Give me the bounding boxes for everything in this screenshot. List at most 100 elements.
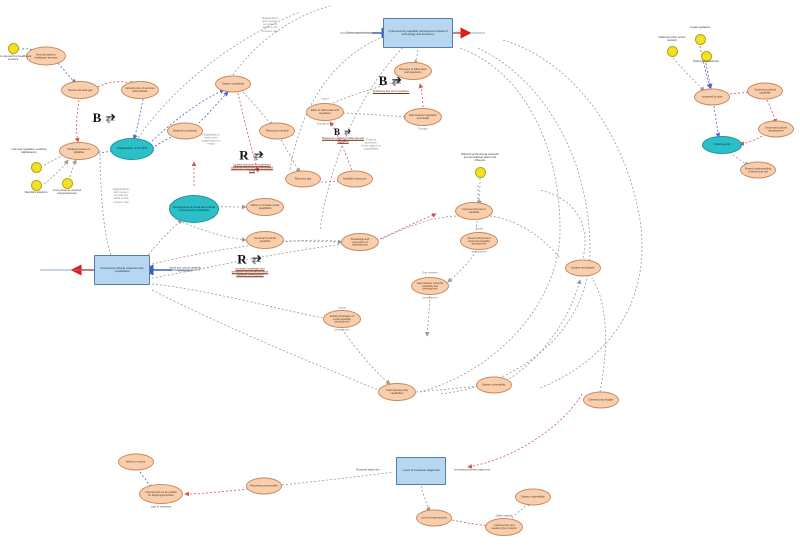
variable-ability-to-increase-social-capabilities[interactable]: Ability to increase social capabilities — [246, 198, 284, 216]
variable-label: Cybersecurity as an enabler for digital … — [144, 490, 178, 497]
loop-marker-b2: B Following law and regulation — [360, 73, 422, 93]
driver-national-public-sector-network-icon[interactable] — [666, 45, 679, 58]
variable-incident-and-attacks[interactable]: Incident and attacks — [565, 259, 601, 277]
loop-letter: B — [92, 110, 102, 125]
loop-letter: R — [239, 147, 249, 163]
driver-law-and-regulation-icon[interactable] — [30, 161, 43, 174]
variable-social-cultural-capability-right[interactable]: Social and cultural capability — [747, 82, 783, 100]
loop-letter: B — [333, 126, 340, 137]
variable-label: Gap between regulation and reality — [408, 113, 438, 120]
variable-label: Social and cultural development — [765, 125, 787, 132]
variable-cybersecurity-budget[interactable]: Cybersecurity budget — [583, 391, 619, 409]
variable-label: Actual technical and structural capabili… — [467, 236, 491, 246]
variable-effort-to-follow-laws[interactable]: Effort to follow laws and regulation — [306, 103, 344, 121]
variable-ability-to-resolve[interactable]: Ability to resolve — [118, 453, 154, 471]
edge-label-development-2: development — [422, 296, 438, 300]
note-digitalisation-before-ready: Digitalisation before the organisation i… — [201, 132, 221, 147]
variable-perceived-cost-benefits[interactable]: Perceived cost benefits — [246, 477, 282, 495]
driver-law-and-regulation-label: Law and regulation enabling digitalisati… — [11, 147, 47, 154]
teal-node-label: Cybersecurity — [713, 142, 731, 147]
loop-arrow-icon — [253, 150, 264, 161]
variable-label: Cybersecurity lack of capability — [462, 207, 486, 214]
variable-label: System vulnerability — [521, 494, 545, 499]
variable-system-vulnerability-bottom[interactable]: System vulnerability — [515, 488, 551, 506]
stock-label: Cybersecurity capability development ahe… — [388, 29, 448, 36]
variable-label: Social and cultural capability — [254, 236, 276, 243]
driver-legal-regulation-label: Legal regulation — [690, 25, 710, 29]
variable-growing-size-of-services[interactable]: Growing size of services and software — [121, 81, 159, 99]
edge-label-enough-to-do: Enough to do — [317, 122, 333, 126]
driver-cost-pressure-icon[interactable] — [61, 177, 74, 190]
driver-national-frameworks-icon[interactable] — [700, 50, 713, 63]
stock-level-of-business-alignment[interactable]: Level of business alignment — [396, 457, 446, 485]
variable-social-cultural-development-right[interactable]: Social and cultural development — [758, 120, 794, 138]
driver-future-demand-icon[interactable] — [7, 42, 20, 55]
variable-cybersecurity-needed-cyber-maturity[interactable]: Cybersecurity and needed cyber maturity — [485, 518, 523, 536]
variable-gap-between-technical-capability[interactable]: Gap between technical capability and dev… — [411, 277, 449, 295]
variable-endpoint-complexity[interactable]: Endpoint complexity — [167, 122, 203, 140]
variable-label: System complexity — [221, 81, 245, 86]
stock-social-cultural-cybersecurity-capabilities[interactable]: Social and cultural cybersecurity capabi… — [94, 255, 150, 285]
variable-label: Actual prioritisation of social capabili… — [329, 314, 355, 324]
variable-label: Cybersecurity budget — [588, 397, 614, 402]
variable-label: Knowledge and perception of cybersecurit… — [350, 236, 370, 247]
driver-legal-regulation-icon[interactable] — [694, 33, 707, 46]
variable-new-demand-healthcare[interactable]: New demand for healthcare services — [26, 46, 66, 66]
loop-text: Following law and regulation — [372, 88, 410, 93]
variable-cybersecurity-lack-of-capability[interactable]: Cybersecurity lack of capability — [455, 202, 493, 220]
variable-service-demand-gap[interactable]: Service demand gap — [61, 81, 99, 99]
driver-standard-adoption-icon[interactable] — [30, 179, 43, 192]
variable-label: Resource gap — [294, 176, 312, 181]
teal-node-cybersecurity[interactable]: Cybersecurity — [702, 136, 742, 154]
variable-impacted-by-laws[interactable]: Impacted by laws — [694, 88, 730, 106]
driver-cost-pressure-label: Cost pressure required responsiveness — [52, 188, 82, 195]
edge-label-development-1: development — [471, 250, 487, 254]
loop-text: Resources needed to follow law and regul… — [322, 136, 364, 143]
variable-level-of-cybersecurity[interactable]: Level of cybersecurity — [416, 509, 452, 527]
variable-knowledge-and-perception[interactable]: Knowledge and perception of cybersecurit… — [341, 233, 379, 251]
variable-resources-needed[interactable]: Resources needed — [259, 122, 295, 140]
variable-actual-technical-structural-capability[interactable]: Actual technical and structural capabili… — [460, 232, 498, 250]
variable-social-and-cultural-capability[interactable]: Social and cultural capability — [246, 231, 284, 249]
variable-gap-between-regulation-and-reality[interactable]: Gap between regulation and reality — [404, 108, 442, 126]
variable-label: Pressure to follow laws and regulation — [399, 67, 427, 74]
edge-label-actual-top: Actual — [475, 227, 483, 231]
teal-node-digitalisation-of-the-nhs[interactable]: Digitalisation of the NHS — [110, 138, 154, 160]
loop-letter: R — [237, 251, 247, 267]
variable-total-cybersecurity-capabilities[interactable]: Total cybersecurity capabilities — [378, 383, 416, 401]
variable-label: Ability to increase social capabilities — [250, 203, 280, 210]
edge-label-lag-of: Lag of — [321, 97, 329, 101]
stock-cybersecurity-capability-development[interactable]: Cybersecurity capability development ahe… — [383, 18, 453, 48]
loop-marker-r1: R Limited resources to implement additio… — [218, 147, 286, 172]
variable-pressure-to-follow-laws[interactable]: Pressure to follow laws and regulation — [394, 62, 432, 80]
loop-arrow-icon — [251, 254, 262, 265]
variable-label: Resources needed — [265, 128, 289, 133]
variable-label: Available resources — [343, 176, 367, 181]
edge-label-technology-development: Technology development — [346, 31, 376, 35]
stock-label: Level of business alignment — [402, 468, 440, 473]
variable-available-resources[interactable]: Available resources — [337, 170, 373, 188]
variable-shared-understanding-threat-risk[interactable]: Shared understanding of threat and risk — [740, 161, 776, 179]
variable-label: Cybersecurity and needed cyber maturity — [491, 523, 517, 530]
variable-label: Effort to follow laws and regulation — [310, 108, 340, 115]
variable-label: Shared understanding of threat and risk — [744, 166, 772, 173]
teal-node-development-of-social-cultural-capabilities[interactable]: Development of social and cultural cyber… — [169, 195, 219, 223]
note-erosion-rate-top: digitalisation and system complexity add… — [261, 16, 279, 33]
note-tedious-activities: Tedious activities, funds spent on capab… — [361, 137, 381, 152]
edge-label-lack-of-resources: Lack of resources — [150, 505, 172, 509]
variable-political-pressure-to-digitalise[interactable]: Political pressure to digitalise — [59, 142, 99, 160]
variable-label: Perceived cost benefits — [250, 483, 278, 488]
variable-actual-prioritisation-social-capability[interactable]: Actual prioritisation of social capabili… — [323, 310, 361, 328]
variable-label: Endpoint complexity — [173, 128, 197, 133]
variable-cybersecurity-as-enabler[interactable]: Cybersecurity as an enabler for digital … — [139, 484, 183, 504]
loop-marker-r2: R Increase knowledge and perception and … — [213, 251, 287, 276]
edge-label-cyber-maturity: Cyber maturity — [495, 514, 513, 518]
variable-label: Impacted by laws — [701, 94, 723, 99]
variable-system-complexity[interactable]: System complexity — [215, 75, 251, 93]
variable-system-vulnerability-mid[interactable]: System vulnerability — [476, 376, 512, 394]
variable-resource-gap[interactable]: Resource gap — [285, 170, 321, 188]
loop-marker-b3: B Resources needed to follow law and reg… — [320, 127, 366, 143]
driver-national-professional-networks-icon[interactable] — [474, 166, 487, 179]
driver-future-demand-label: Future demand for healthcare services — [0, 54, 32, 61]
